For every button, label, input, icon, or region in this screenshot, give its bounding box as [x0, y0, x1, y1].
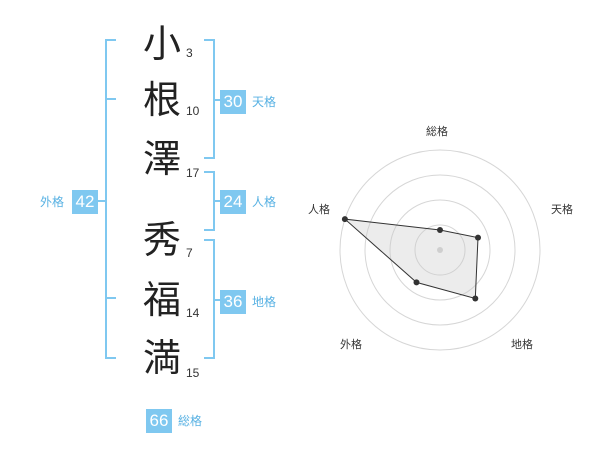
stroke-count-1: 3: [186, 46, 193, 60]
stroke-count-2: 10: [186, 104, 200, 118]
radar-axis-label-chikaku: 地格: [511, 338, 533, 351]
jinkaku-value: 24: [220, 190, 246, 214]
soukaku-value: 66: [146, 409, 172, 433]
gaikaku-value: 42: [72, 190, 98, 214]
chikaku-label: 地格: [252, 295, 277, 309]
gaikaku-bracket: [105, 39, 116, 359]
tenkaku-label: 天格: [252, 95, 277, 109]
radar-ring: [364, 174, 516, 326]
radar-axis-label-tenkaku: 天格: [551, 203, 573, 216]
jinkaku-label: 人格: [252, 195, 277, 209]
radar-axis-label-soukaku: 総格: [426, 125, 448, 138]
radar-point-4: [413, 279, 420, 286]
radar-polygon: [343, 218, 479, 300]
radar-axis-label-gaikaku: 外格: [340, 338, 362, 351]
name-char-3: 澤: [142, 137, 181, 181]
radar-ring: [414, 224, 466, 276]
radar-center-dot: [437, 247, 443, 253]
stroke-count-6: 15: [186, 366, 200, 380]
chikaku-value: 36: [220, 290, 246, 314]
soukaku-label: 総格: [178, 414, 203, 428]
name-char-2: 根: [142, 78, 181, 122]
stroke-count-4: 7: [186, 246, 193, 260]
radar-axis-label-jinkaku: 人格: [308, 203, 330, 216]
radar-ring: [339, 149, 541, 351]
gaikaku-label: 外格: [40, 195, 65, 209]
name-char-5: 福: [142, 278, 181, 322]
stroke-count-3: 17: [186, 166, 200, 180]
radar-point-1: [437, 227, 443, 233]
radar-point-5: [341, 216, 348, 223]
name-char-4: 秀: [142, 218, 181, 262]
tenkaku-value: 30: [220, 90, 246, 114]
radar-point-3: [472, 295, 479, 302]
radar-point-2: [475, 234, 481, 241]
stroke-count-5: 14: [186, 306, 200, 320]
name-char-1: 小: [142, 22, 181, 66]
name-char-6: 満: [142, 336, 181, 380]
radar-ring: [389, 199, 491, 301]
